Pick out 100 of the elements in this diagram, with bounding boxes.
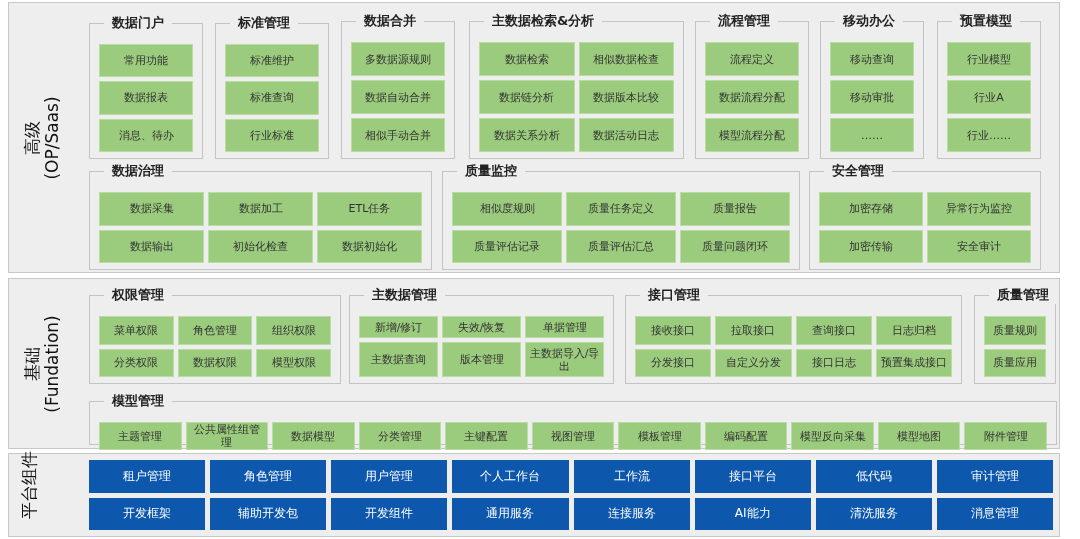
group-title: 标准管理	[230, 14, 298, 32]
component-tile: 开发框架	[89, 497, 206, 530]
module-tile: 日志归档	[875, 316, 952, 345]
module-tile: 数据权限	[177, 348, 253, 377]
module-tile: 行业A	[947, 80, 1031, 114]
group-title: 移动办公	[835, 12, 903, 30]
module-tile: 预置集成接口	[875, 348, 952, 377]
module-tile: 数据关系分析	[479, 118, 575, 152]
module-tile: 接口日志	[795, 348, 872, 377]
module-tile: 主数据查询	[359, 342, 438, 377]
module-tile: 质量评估汇总	[566, 229, 676, 263]
group-title: 数据治理	[104, 162, 172, 180]
module-tile: 失效/恢复	[442, 316, 521, 338]
component-tile: 审计管理	[936, 460, 1053, 493]
module-tile: 数据输出	[99, 229, 204, 263]
module-tile: 附件管理	[964, 422, 1047, 450]
group-title: 数据合并	[356, 12, 424, 30]
layer-panel	[8, 2, 1060, 273]
module-tile: 移动审批	[830, 80, 914, 114]
module-tile: 角色管理	[177, 316, 253, 345]
module-tile: 自定义分发	[715, 348, 792, 377]
module-tile: 常用功能	[99, 44, 193, 78]
group-title: 模型管理	[104, 392, 172, 410]
module-tile: ETL任务	[317, 192, 422, 226]
layer-panel	[8, 278, 1060, 449]
module-tile: 拉取接口	[715, 316, 792, 345]
module-tile: 流程定义	[705, 42, 799, 76]
module-tile: 分类管理	[358, 422, 442, 450]
module-tile: 质量评估记录	[452, 229, 562, 263]
module-tile: 移动查询	[830, 42, 914, 76]
module-tile: 模型反向采集	[791, 422, 874, 450]
module-tile: 行业模型	[947, 42, 1031, 76]
module-tile: 模型权限	[256, 348, 331, 377]
module-tile: 多数据源规则	[351, 42, 445, 76]
module-tile: 数据自动合并	[351, 80, 445, 114]
module-tile: 菜单权限	[99, 316, 174, 345]
component-tile: 个人工作台	[452, 460, 569, 493]
group-title: 主数据检索&分析	[484, 12, 603, 30]
module-tile: 消息、待办	[99, 118, 193, 152]
module-tile: 单据管理	[525, 316, 604, 338]
module-tile: 接收接口	[635, 316, 712, 345]
layer-panel	[8, 453, 1060, 537]
component-tile: 工作流	[573, 460, 690, 493]
module-tile: 分发接口	[635, 348, 712, 377]
module-tile: 标准维护	[225, 44, 319, 78]
module-tile: 相似数据检查	[578, 42, 674, 76]
module-tile: 质量规则	[984, 316, 1046, 345]
component-tile: 租户管理	[89, 460, 206, 493]
module-tile: 标准查询	[225, 81, 319, 115]
module-tile: 质量任务定义	[566, 192, 676, 226]
group-title: 质量监控	[457, 162, 525, 180]
group-title: 权限管理	[104, 286, 172, 304]
module-tile: 数据报表	[99, 81, 193, 115]
group-title: 接口管理	[640, 286, 708, 304]
group-title: 预置模型	[952, 12, 1020, 30]
module-tile: 安全审计	[927, 229, 1031, 263]
component-tile: 消息管理	[936, 497, 1053, 530]
component-tile: 开发组件	[331, 497, 448, 530]
layer-title: 高级 (OP/Saas)	[22, 94, 62, 182]
group-title: 流程管理	[710, 12, 778, 30]
component-tile: 清洗服务	[815, 497, 932, 530]
module-tile: 质量问题闭环	[680, 229, 790, 263]
component-tile: 接口平台	[694, 460, 811, 493]
module-tile: 模型流程分配	[705, 118, 799, 152]
module-tile: 行业……	[947, 118, 1031, 152]
module-tile: 加密存储	[819, 192, 923, 226]
layer-title: 平台组件	[19, 450, 39, 521]
module-tile: 主题管理	[99, 422, 182, 450]
module-tile: ……	[830, 118, 914, 152]
module-tile: 组织权限	[256, 316, 331, 345]
module-tile: 数据流程分配	[705, 80, 799, 114]
group-title: 安全管理	[824, 162, 892, 180]
component-tile: 通用服务	[452, 497, 569, 530]
module-tile: 数据模型	[272, 422, 355, 450]
component-tile: 角色管理	[210, 460, 327, 493]
module-tile: 相似手动合并	[351, 118, 445, 152]
module-tile: 新增/修订	[359, 316, 438, 338]
component-tile: AI能力	[694, 497, 811, 530]
component-tile: 连接服务	[573, 497, 690, 530]
module-tile: 主键配置	[445, 422, 528, 450]
module-tile: 查询接口	[795, 316, 872, 345]
module-tile: 质量应用	[984, 348, 1046, 377]
group-title: 数据门户	[104, 14, 172, 32]
component-tile: 低代码	[815, 460, 932, 493]
module-tile: 数据活动日志	[578, 118, 674, 152]
module-tile: 行业标准	[225, 118, 319, 152]
module-tile: 视图管理	[531, 422, 615, 450]
module-tile: 主数据导入/导出	[525, 342, 604, 377]
module-tile: 初始化检查	[208, 229, 313, 263]
module-tile: 加密传输	[819, 229, 923, 263]
module-tile: 数据版本比较	[578, 80, 674, 114]
component-tile: 辅助开发包	[210, 497, 327, 530]
layer-title: 基础 (Fundation)	[22, 313, 62, 415]
module-tile: 模板管理	[618, 422, 701, 450]
module-tile: 数据采集	[99, 192, 204, 226]
module-tile: 数据加工	[208, 192, 313, 226]
module-tile: 相似度规则	[452, 192, 562, 226]
module-tile: 异常行为监控	[927, 192, 1031, 226]
group-title: 主数据管理	[364, 286, 445, 304]
module-tile: 分类权限	[99, 348, 174, 377]
